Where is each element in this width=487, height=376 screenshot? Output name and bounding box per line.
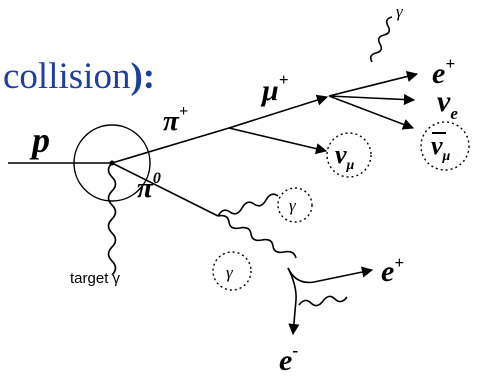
target-photon-line — [107, 162, 117, 276]
nu-mu-bar-label: νμ — [431, 131, 451, 164]
proton-label: p — [29, 120, 50, 160]
gamma-circle-2 — [212, 251, 252, 291]
pi0-photon-line-2 — [217, 214, 297, 259]
interaction-circle — [73, 124, 151, 202]
top-photon-line — [369, 16, 393, 63]
top-gamma-label: γ — [396, 2, 404, 21]
pair-photon-line — [298, 295, 348, 307]
nu-mu-line — [228, 127, 328, 155]
title-text: collision): — [3, 56, 155, 97]
e-plus-bottom-line — [287, 266, 374, 284]
e-plus-bottom-label: e+ — [381, 253, 404, 288]
pi-plus-label: π+ — [163, 103, 188, 137]
e-minus-line — [287, 267, 300, 336]
e-plus-top-label: e+ — [432, 54, 455, 90]
mu-decay-line-1 — [328, 71, 419, 97]
gamma-circle-2-label: γ — [226, 263, 234, 282]
mu-decay-line-2 — [328, 93, 416, 106]
gamma-circle-1-label: γ — [289, 196, 297, 215]
nu-mu-circle — [326, 132, 372, 178]
pi0-photon-line-1 — [217, 193, 279, 217]
gamma-circle-1 — [277, 187, 313, 223]
mu-decay-line-3 — [328, 95, 415, 130]
target-gamma-label: target γ — [70, 270, 121, 287]
nu-mu-label: νμ — [335, 140, 355, 173]
pi-zero-line — [111, 162, 219, 217]
mu-plus-line — [228, 94, 329, 129]
nu-e-label: νe — [437, 85, 458, 123]
pi-plus-line — [111, 127, 230, 164]
mu-plus-label: μ+ — [260, 70, 288, 107]
e-minus-label: e- — [279, 340, 298, 376]
pi-zero-label: π0 — [137, 170, 161, 204]
